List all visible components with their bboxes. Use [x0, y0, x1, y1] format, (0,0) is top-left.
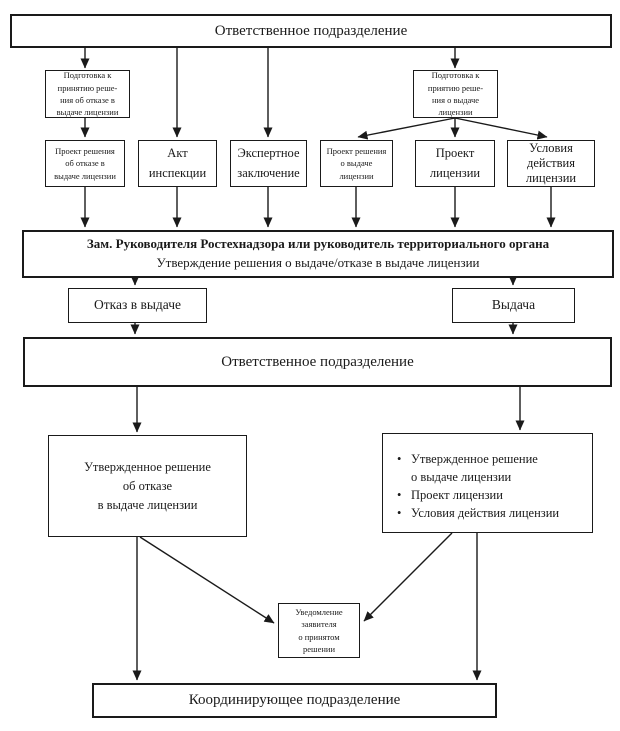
text-line: Уведомление	[295, 606, 343, 617]
text-line: Проект	[435, 146, 475, 161]
text-line: действия	[527, 156, 575, 170]
arrow-prep-issue-to-draft-issue	[357, 117, 456, 140]
box-label: Координирующее подразделение	[188, 692, 401, 709]
text-line: Утвержденное решение	[84, 460, 211, 474]
text-line: заявителя	[301, 619, 337, 630]
box-prep-refusal-decision: Подготовка к принятию реше- ния об отказ…	[45, 70, 130, 118]
text-line: Экспертное	[237, 146, 300, 161]
box-prep-issue-decision: Подготовка к приятию реше- ния о выдаче …	[413, 70, 498, 118]
bullet-text: Проект лицензии	[411, 486, 503, 504]
text-line: лицензии	[438, 107, 473, 118]
text-line: Подготовка к	[431, 70, 480, 81]
box-inspection-act: Акт инспекции	[138, 140, 217, 187]
box-coordinating-division: Координирующее подразделение	[92, 683, 497, 718]
box-approver-band: Зам. Руководителя Ростехнадзора или руко…	[22, 230, 614, 278]
box-approved-refusal: Утвержденное решение об отказе в выдаче …	[48, 435, 247, 537]
box-refusal: Отказ в выдаче	[68, 288, 207, 323]
text-line: о выдаче лицензии	[411, 470, 512, 485]
text-line: Условия действия лицензии	[411, 506, 560, 521]
text-line: об отказе в	[65, 158, 105, 169]
text-line: о принятом	[298, 631, 340, 642]
text-line: лицензии	[339, 170, 374, 181]
text-line: Утвержденное решение	[411, 452, 538, 466]
box-license-terms: Условия действия лицензии	[507, 140, 595, 187]
box-issue: Выдача	[452, 288, 575, 323]
arrow-approved-refusal-to-notification	[139, 536, 275, 624]
text-line: ния о выдаче	[431, 95, 480, 105]
text-line: решении	[303, 643, 335, 654]
text-line: приятию реше-	[427, 82, 484, 93]
text-line: Условия	[529, 141, 573, 155]
box-license-draft: Проект лицензии	[415, 140, 495, 187]
text-line: в выдаче лицензии	[97, 497, 198, 512]
text-line: о выдаче	[340, 158, 373, 169]
bullet-item: • Проект лицензии	[397, 486, 503, 504]
box-label: Отказ в выдаче	[94, 297, 181, 313]
bullet-item: • Условия действия лицензии	[397, 504, 559, 522]
box-label: Ответственное подразделение	[214, 22, 408, 39]
text-line: лицензии	[429, 165, 481, 180]
text-line: Акт	[167, 146, 188, 161]
box-notification: Уведомление заявителя о принятом решении	[278, 603, 360, 658]
box-draft-refusal: Проект решения об отказе в выдаче лиценз…	[45, 140, 125, 187]
bullet-text: Утвержденное решение о выдаче лицензии	[411, 450, 538, 486]
box-responsible-division-mid: Ответственное подразделение	[23, 337, 612, 387]
box-expert-opinion: Экспертное заключение	[230, 140, 307, 187]
text-line: выдаче лицензии	[54, 170, 116, 181]
text-line: выдаче лицензии	[56, 107, 119, 118]
bullet-item: • Утвержденное решение о выдаче лицензии	[397, 450, 538, 486]
box-draft-issue: Проект решения о выдаче лицензии	[320, 140, 393, 187]
text-line: Проект решения	[55, 146, 115, 157]
text-line: заключение	[237, 165, 300, 180]
text-line: Проект решения	[326, 146, 387, 157]
text-line: инспекции	[148, 165, 207, 180]
text-line: Проект лицензии	[411, 488, 503, 503]
text-line: об отказе	[122, 478, 173, 493]
box-label: Ответственное подразделение	[221, 353, 414, 370]
bullet-text: Условия действия лицензии	[411, 504, 559, 522]
box-label: Выдача	[491, 297, 536, 313]
arrow-prep-issue-to-license-terms	[454, 117, 548, 140]
bullet-marker: •	[397, 488, 402, 503]
approver-title: Зам. Руководителя Ростехнадзора или руко…	[86, 236, 550, 252]
bullet-marker: •	[397, 452, 402, 466]
text-line: лицензии	[525, 171, 577, 185]
bullet-marker: •	[397, 506, 402, 521]
text-line: ния об отказе в	[60, 95, 115, 105]
box-approved-issue: • Утвержденное решение о выдаче лицензии…	[382, 433, 593, 533]
arrow-approved-issue-to-notification	[363, 532, 453, 622]
text-line: принятию реше-	[57, 82, 118, 93]
text-line: Подготовка к	[63, 70, 112, 81]
box-responsible-division-top: Ответственное подразделение	[10, 14, 612, 48]
approver-subtitle: Утверждение решения о выдаче/отказе в вы…	[156, 255, 480, 270]
